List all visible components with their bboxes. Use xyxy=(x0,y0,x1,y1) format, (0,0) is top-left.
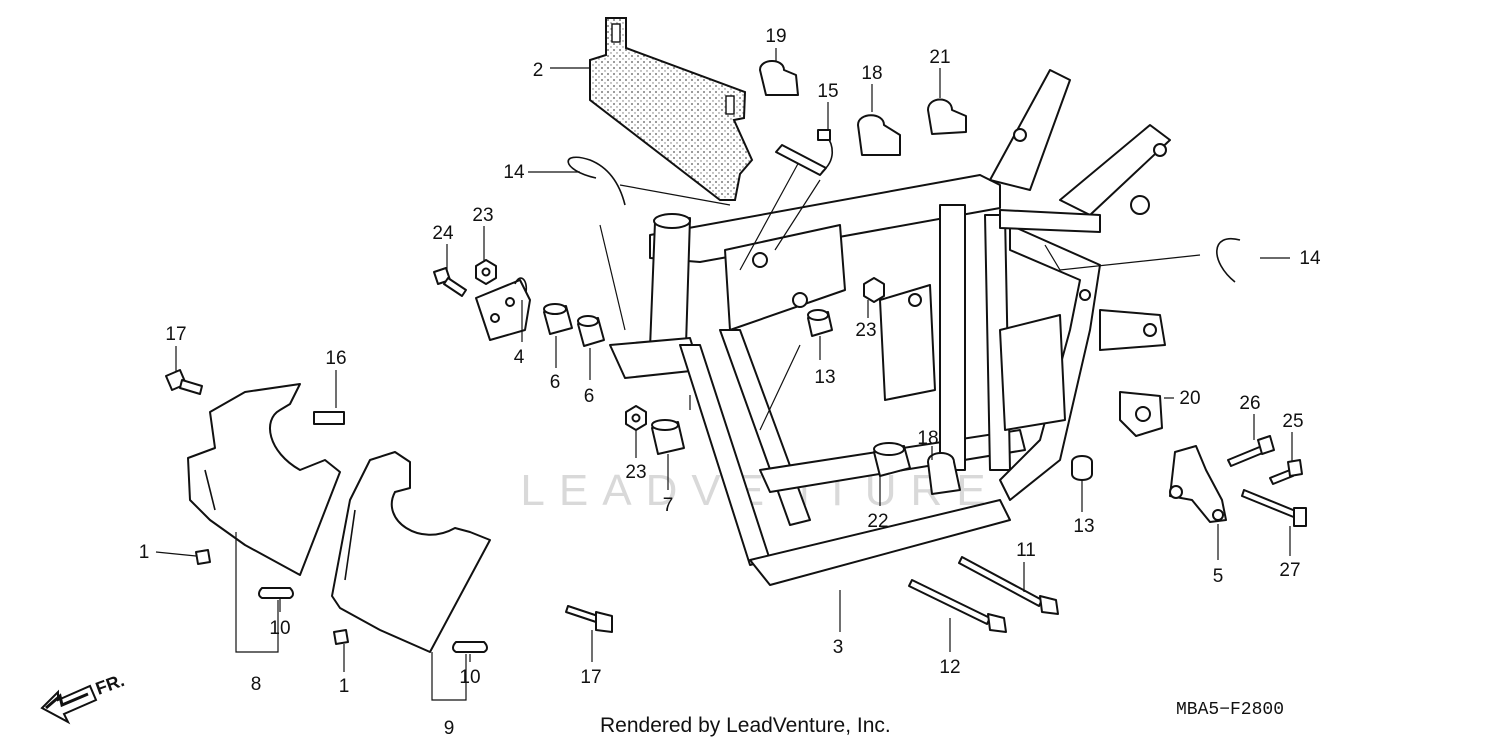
front-direction-label: FR. xyxy=(93,670,127,699)
callout-9: 9 xyxy=(444,718,455,739)
part-14-band-b xyxy=(1216,237,1241,283)
part-15-strap xyxy=(775,129,834,176)
callout-23-b: 23 xyxy=(855,320,876,341)
callout-13-b: 13 xyxy=(1073,516,1094,537)
part-17-bolt-b xyxy=(565,605,613,633)
part-13-grommet-a xyxy=(807,309,833,337)
callout-6-b: 6 xyxy=(584,386,595,407)
leader-lines xyxy=(155,48,1293,701)
callout-22: 22 xyxy=(867,511,888,532)
part-16-clip xyxy=(313,411,345,425)
part-2-plate xyxy=(589,17,754,201)
part-26-bolt xyxy=(1227,435,1275,467)
part-21-clamp xyxy=(927,98,967,135)
part-18-clamp-a xyxy=(857,114,901,156)
callout-3: 3 xyxy=(833,637,844,658)
part-18-clamp-b xyxy=(927,452,961,495)
callout-25: 25 xyxy=(1282,411,1303,432)
diagram-code: MBA5−F2800 xyxy=(1176,700,1285,720)
callout-16: 16 xyxy=(325,348,346,369)
callout-15: 15 xyxy=(817,81,838,102)
callout-18-bottom: 18 xyxy=(917,428,938,449)
part-27-bolt xyxy=(1241,489,1307,527)
part-17-bolt-a xyxy=(165,369,203,395)
callout-27: 27 xyxy=(1279,560,1300,581)
callout-14-right: 14 xyxy=(1299,248,1321,269)
part-23-nut-c xyxy=(625,405,647,431)
callout-19: 19 xyxy=(765,26,786,47)
part-1-screw-a xyxy=(195,549,211,565)
part-23-nut-a xyxy=(475,259,497,285)
part-6-collar-a xyxy=(543,303,573,335)
callout-8: 8 xyxy=(251,674,262,695)
part-10-grommet-a xyxy=(258,587,294,599)
part-4-bracket xyxy=(475,277,531,341)
callout-4: 4 xyxy=(514,347,525,368)
watermark-text: LEADVENTURE xyxy=(520,466,999,515)
part-24-bolt xyxy=(433,267,467,297)
callout-5: 5 xyxy=(1213,566,1224,587)
callout-23-c: 23 xyxy=(625,462,646,483)
callout-2: 2 xyxy=(533,60,544,81)
part-14-band-a xyxy=(567,156,626,206)
part-20-cap xyxy=(1119,391,1163,437)
callout-17-b: 17 xyxy=(580,667,601,688)
callout-14-left: 14 xyxy=(503,162,525,183)
part-13-grommet-b xyxy=(1071,455,1093,481)
callout-labels: 2 14 14 19 15 18 21 24 23 4 6 6 17 16 13… xyxy=(139,26,1321,739)
callout-12: 12 xyxy=(939,657,960,678)
part-23-nut-b xyxy=(863,277,885,303)
part-6-collar-b xyxy=(577,315,605,347)
credit-text: Rendered by LeadVenture, Inc. xyxy=(600,714,891,737)
callout-26: 26 xyxy=(1239,393,1260,414)
callout-23-a: 23 xyxy=(472,205,493,226)
callout-7: 7 xyxy=(663,495,674,516)
callout-20: 20 xyxy=(1179,388,1200,409)
callout-21: 21 xyxy=(929,47,950,68)
part-25-bolt xyxy=(1269,459,1303,485)
part-22-damper xyxy=(873,442,911,477)
callout-11: 11 xyxy=(1016,540,1036,561)
callout-6-a: 6 xyxy=(550,372,561,393)
callout-10-b: 10 xyxy=(459,667,480,688)
callout-13-a: 13 xyxy=(814,367,835,388)
part-5-bracket xyxy=(1169,445,1227,523)
callout-18-top: 18 xyxy=(861,63,882,84)
callout-1-a: 1 xyxy=(139,542,150,563)
part-1-screw-b xyxy=(333,629,349,645)
part-12-bolt xyxy=(908,579,1007,633)
part-19-clamp xyxy=(759,60,799,96)
part-8-cover xyxy=(187,383,341,576)
callout-1-b: 1 xyxy=(339,676,350,697)
part-10-grommet-b xyxy=(452,641,488,653)
callout-10-a: 10 xyxy=(269,618,290,639)
part-9-cover xyxy=(331,451,491,653)
part-11-bolt xyxy=(958,556,1059,615)
part-7-collar xyxy=(651,419,685,455)
callout-17-a: 17 xyxy=(165,324,186,345)
callout-24: 24 xyxy=(432,223,454,244)
front-direction-arrow: FR. xyxy=(40,670,127,725)
